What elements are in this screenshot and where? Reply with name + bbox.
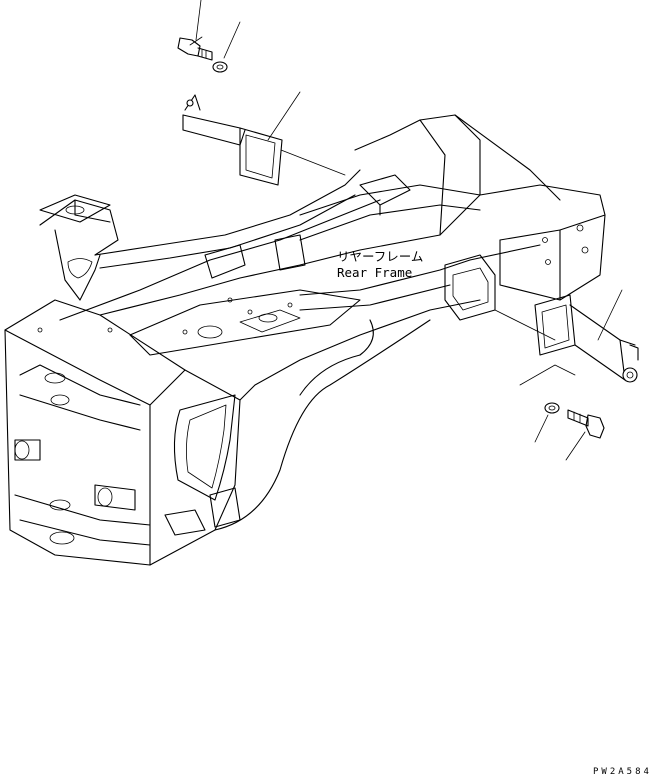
frame-label-jp: リヤーフレーム [337, 249, 423, 264]
frame-label-en: Rear Frame [337, 265, 412, 280]
left-mounting-bracket [182, 91, 346, 186]
top-bolt [177, 0, 213, 61]
bottom-bolt [565, 409, 605, 461]
drawing-code: PW2A584 [593, 767, 652, 777]
rear-frame-assembly [4, 114, 606, 566]
right-mounting-bracket [494, 289, 639, 386]
top-washer [212, 21, 241, 73]
bottom-washer [534, 402, 560, 443]
